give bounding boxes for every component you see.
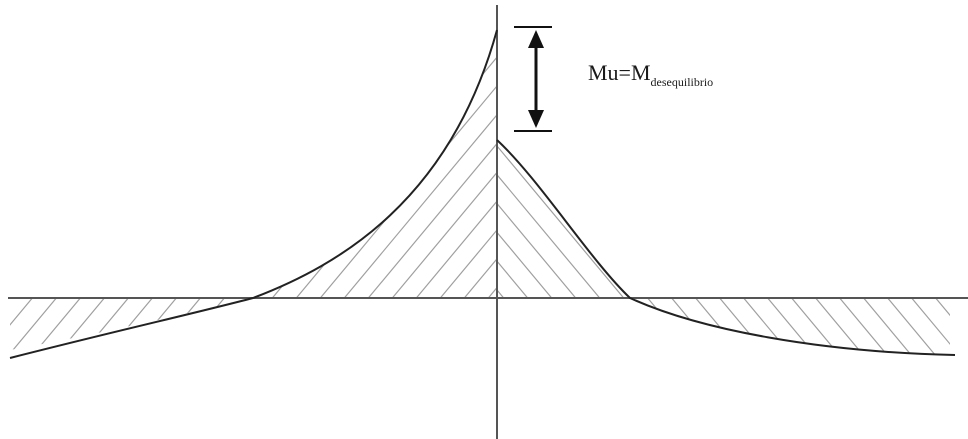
hatch-line [679,30,950,355]
hatch-line [497,30,621,355]
hatch-pattern [10,30,950,355]
hatch-line [251,30,497,355]
moment-equation-text: Mu=M [588,60,651,85]
right-moment-curve [496,139,956,356]
unbalanced-moment-label: Mu=Mdesequilibrio [588,60,714,89]
hatch-line [275,30,497,355]
hatch-line [10,30,193,355]
hatch-line [83,30,385,355]
hatch-line [497,30,525,355]
hatch-line [497,30,597,355]
hatch-line [107,30,409,355]
hatch-line [10,30,121,355]
hatch-line [203,30,497,355]
hatch-line [35,30,337,355]
hatch-line [155,30,457,355]
hatch-line [10,30,145,355]
hatch-line [11,30,313,355]
hatch-line [497,30,573,355]
hatch-line [10,30,49,355]
hatch-line [10,30,241,355]
hatch-line [59,30,361,355]
hatch-line [943,30,950,355]
hatch-line [10,30,73,355]
hatch-line [299,30,497,355]
hatch-line [497,30,549,355]
moment-subscript-text: desequilibrio [650,75,714,89]
hatch-line [775,30,950,355]
hatch-line [919,30,950,355]
hatch-line [727,30,950,355]
hatch-line [895,30,950,355]
hatch-right-group [497,30,950,355]
hatch-line [131,30,433,355]
hatch-line [10,30,265,355]
hatch-line [497,30,501,355]
hatch-line [179,30,481,355]
hatch-line [799,30,950,355]
hatch-line [323,30,497,355]
hatch-line [823,30,950,355]
hatch-line [847,30,950,355]
hatch-line [10,30,25,355]
hatch-line [10,30,289,355]
left-moment-curve [9,29,498,359]
double-headed-arrow-icon [514,26,552,132]
